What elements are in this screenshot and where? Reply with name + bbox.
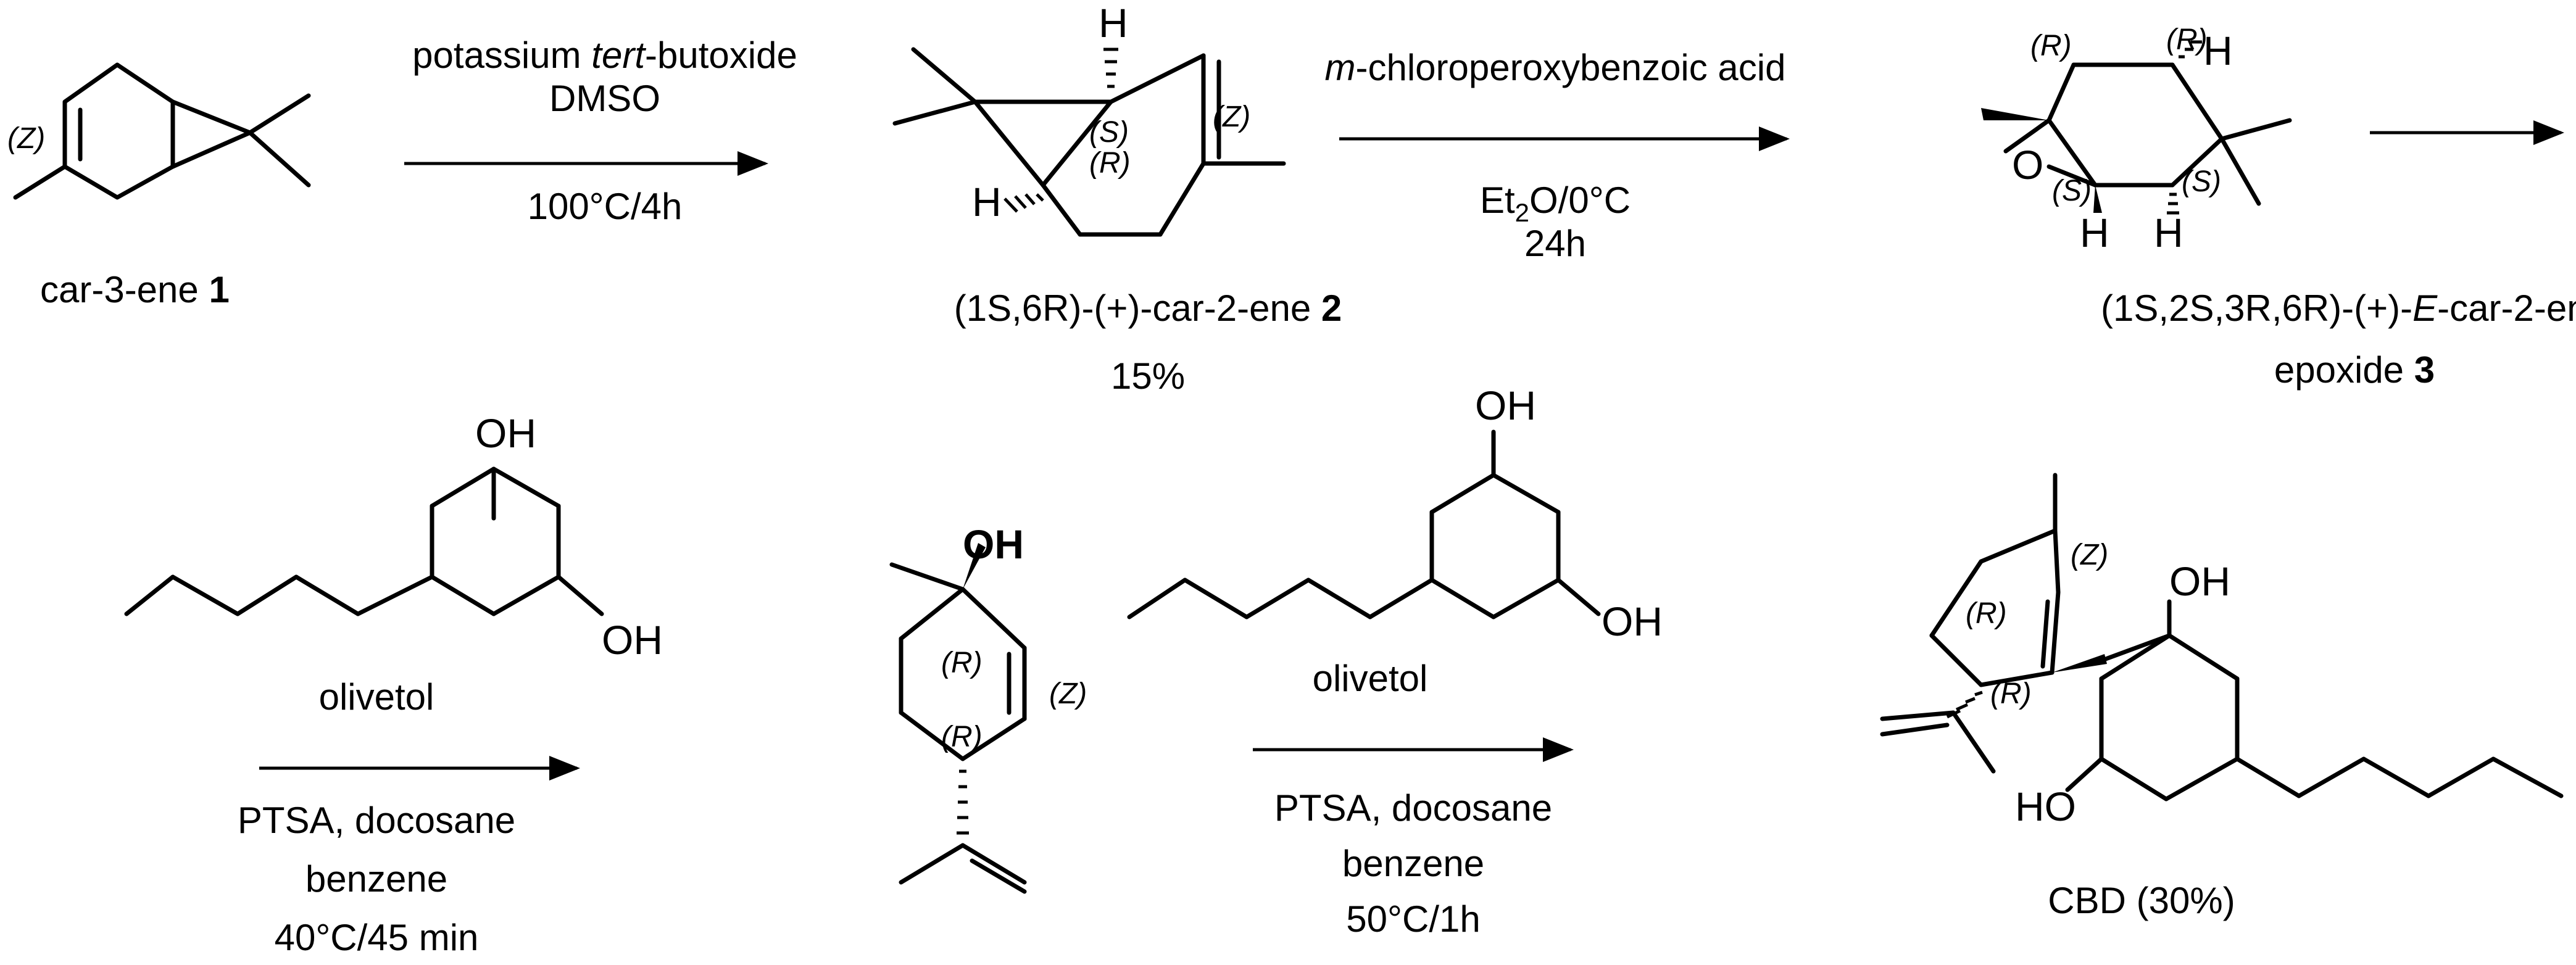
svg-text:PTSA, docosane: PTSA, docosane [238,800,515,841]
olivetol-label-right: olivetol [1313,658,1428,699]
svg-text:DMSO: DMSO [549,78,660,119]
svg-text:100°C/4h: 100°C/4h [528,186,683,227]
svg-text:Et2O/0°C: Et2O/0°C [1480,180,1631,227]
stereo-label-z: (Z) [7,122,45,155]
svg-text:(Z): (Z) [1213,101,1250,133]
car-3-ene-label: car-3-ene 1 [40,269,230,310]
step1-conditions: potassium tert-butoxide DMSO 100°C/4h [412,35,797,227]
svg-text:OH: OH [475,410,536,456]
svg-text:(R): (R) [941,647,983,679]
svg-text:(Z): (Z) [2071,539,2108,571]
svg-text:24h: 24h [1524,223,1586,264]
svg-text:PTSA, docosane: PTSA, docosane [1274,787,1552,829]
svg-text:m-chloroperoxybenzoic acid: m-chloroperoxybenzoic acid [1324,47,1785,88]
car-3-ene-structure: (Z) [7,62,311,200]
svg-text:(R): (R) [1990,677,2032,710]
svg-text:40°C/45 min: 40°C/45 min [275,917,479,958]
svg-text:H: H [1099,0,1128,46]
svg-text:O: O [2012,142,2043,188]
svg-text:(R): (R) [1966,597,2007,630]
svg-text:benzene: benzene [305,858,447,900]
svg-text:OH: OH [1602,598,1663,644]
svg-text:(R): (R) [2166,23,2208,56]
svg-text:OH: OH [2169,558,2230,604]
svg-text:H: H [2203,28,2233,73]
car-2-ene-epoxide-structure: O H H H (R) (R) (S) (S) [1981,23,2292,255]
cbd-structure: OH HO (R) (R) (Z) [1880,473,2564,829]
car-2-ene-yield: 15% [1111,355,1185,397]
svg-text:H: H [2154,210,2183,255]
svg-text:OH: OH [602,617,663,663]
svg-text:(Z): (Z) [1049,677,1087,710]
svg-text:benzene: benzene [1342,843,1484,884]
cbd-label: CBD (30%) [2048,880,2235,921]
svg-text:(R): (R) [941,721,983,753]
olivetol-structure-left: OH OH [124,410,663,663]
svg-text:potassium tert-butoxide: potassium tert-butoxide [412,35,797,76]
svg-text:OH: OH [963,521,1024,567]
svg-text:(R): (R) [2030,30,2072,62]
epoxide-label-line1: (1S,2S,3R,6R)-(+)-E-car-2-ene [2101,288,2576,329]
car-2-ene-label: (1S,6R)-(+)-car-2-ene 2 [954,288,1342,329]
svg-text:(S): (S) [2182,165,2221,198]
menthadienol-structure: OH (R) (R) (Z) [889,521,1087,894]
svg-text:(S): (S) [1089,116,1129,149]
step5-conditions: PTSA, docosane benzene 50°C/1h [1274,787,1552,940]
car-2-ene-structure: H H (S) (R) (Z) [892,0,1286,237]
svg-text:OH: OH [1475,383,1536,428]
olivetol-label-left: olivetol [319,676,434,718]
svg-text:(S): (S) [2052,175,2092,207]
epoxide-label-line2: epoxide 3 [2274,349,2435,391]
olivetol-structure-right: OH OH [1127,383,1663,644]
svg-text:50°C/1h: 50°C/1h [1346,898,1480,940]
svg-text:H: H [2080,210,2109,255]
svg-text:(R): (R) [1089,147,1131,180]
step4-conditions: PTSA, docosane benzene 40°C/45 min [238,800,515,958]
step2-conditions: m-chloroperoxybenzoic acid Et2O/0°C 24h [1324,47,1785,264]
svg-text:H: H [972,179,1002,225]
svg-text:HO: HO [2015,784,2076,829]
